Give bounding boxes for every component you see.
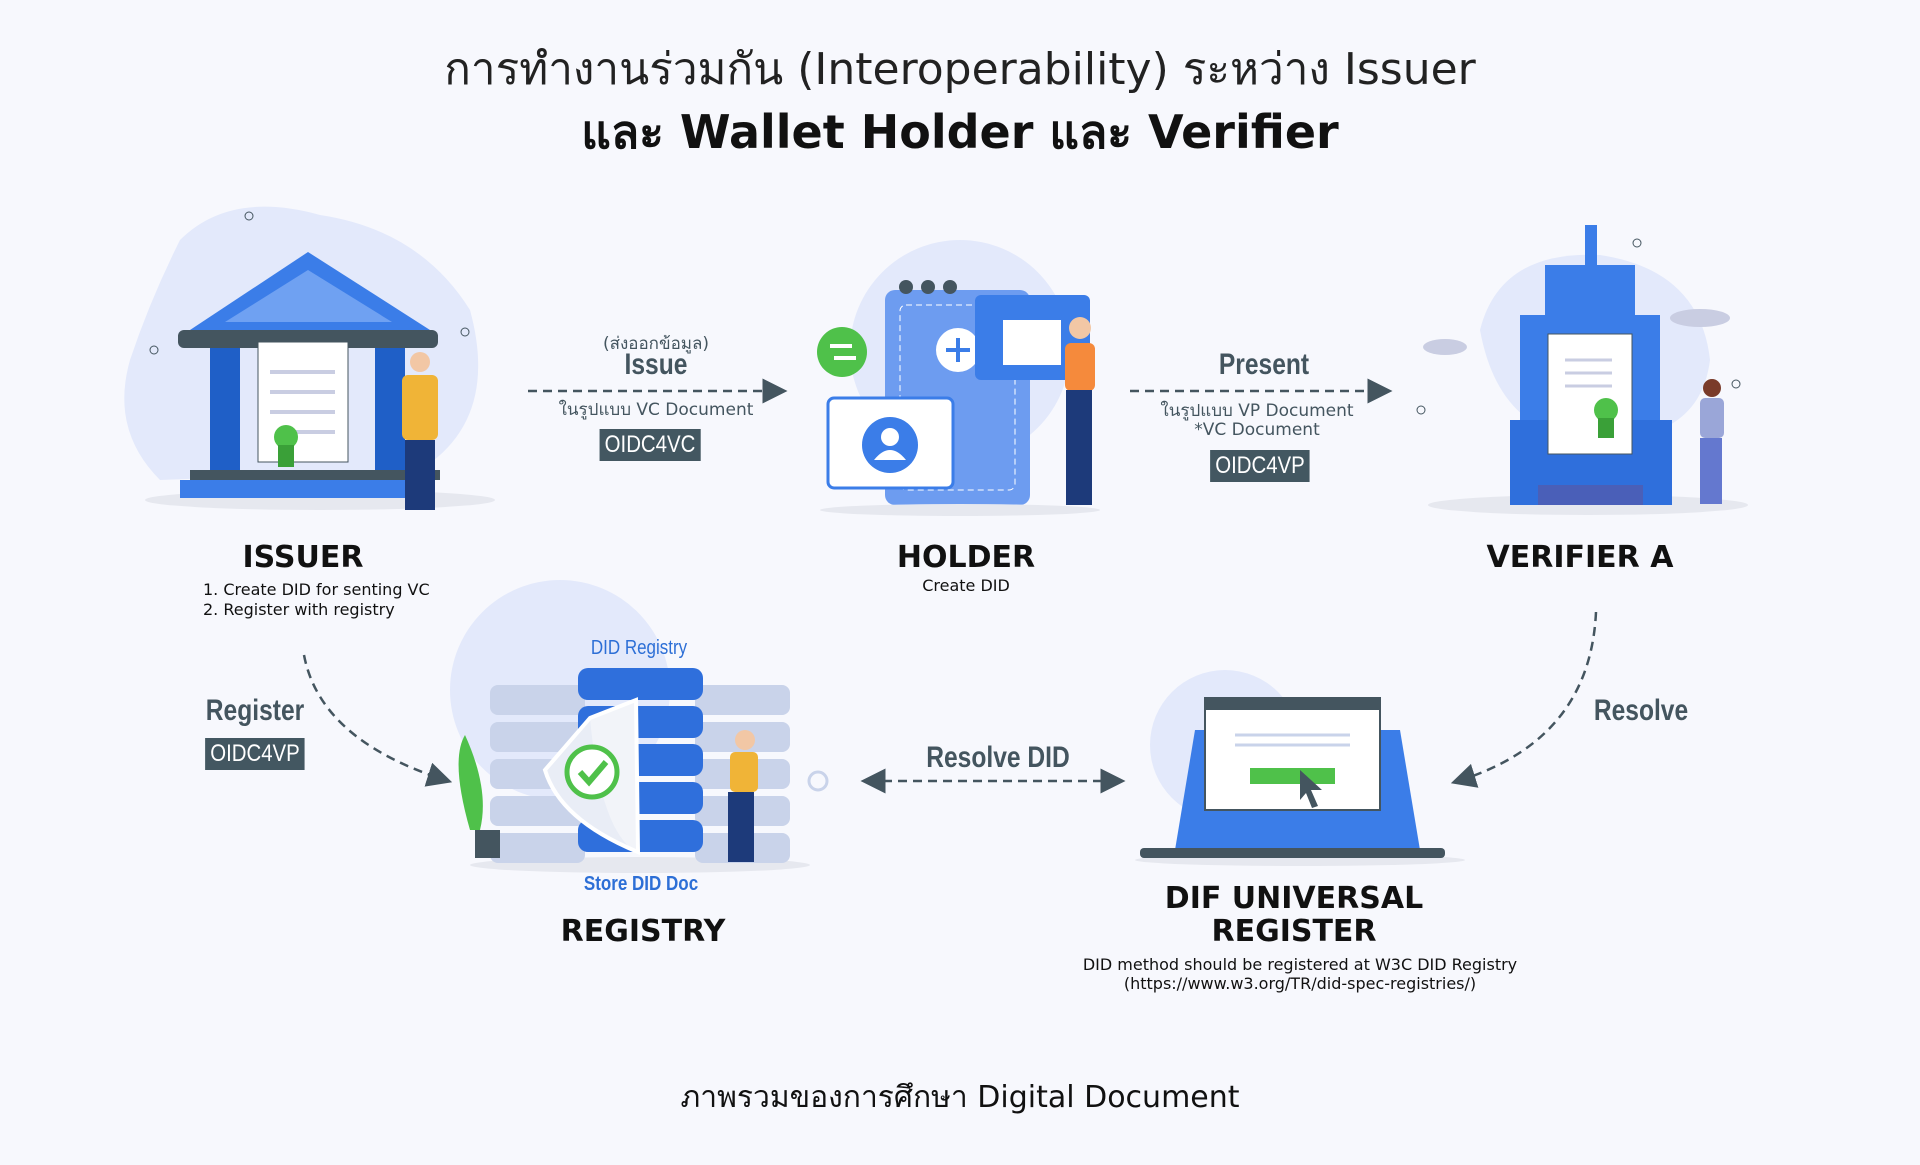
verifier-building-illustration: [1416, 225, 1748, 515]
register-arrow: [302, 654, 453, 787]
holder-wallet-illustration: [817, 240, 1100, 516]
resolve-label: Resolve: [1593, 694, 1689, 727]
dif-laptop-illustration: [1135, 670, 1465, 866]
issue-note: (ส่งออกข้อมูล): [602, 334, 710, 354]
issuer-label: ISSUER: [242, 540, 364, 575]
present-protocol-badge: OIDC4VP: [1210, 450, 1310, 482]
did-registry-label: DID Registry: [590, 637, 688, 659]
issuer-bank-illustration: [124, 206, 495, 510]
resolve-arrow: [1450, 611, 1598, 788]
dif-label-line-2: REGISTER: [1211, 914, 1377, 949]
dif-label-line-1: DIF UNIVERSAL: [1164, 881, 1424, 916]
issue-format: ในรูปแบบ VC Document: [558, 400, 754, 420]
present-label: Present: [1218, 348, 1310, 381]
issue-label: Issue: [624, 348, 688, 381]
resolve-did-label: Resolve DID: [926, 741, 1070, 774]
present-format-2: *VC Document: [1194, 420, 1320, 440]
verifier-label: VERIFIER A: [1486, 540, 1674, 575]
caption: ภาพรวมของการศึกษา Digital Document: [680, 1080, 1240, 1115]
holder-sub: Create DID: [922, 576, 1010, 595]
issue-protocol-badge: OIDC4VC: [599, 429, 701, 461]
title-line-2: และ Wallet Holder และ Verifier: [581, 105, 1339, 159]
registry-label: REGISTRY: [560, 914, 726, 949]
dif-note-line-1: DID method should be registered at W3C D…: [1082, 955, 1518, 974]
issuer-step-2: 2. Register with registry: [203, 600, 395, 619]
dif-note-line-2: (https://www.w3.org/TR/did-spec-registri…: [1123, 974, 1477, 993]
issuer-step-1: 1. Create DID for senting VC: [203, 580, 430, 599]
registry-database-illustration: [450, 580, 829, 873]
present-format: ในรูปแบบ VP Document: [1160, 401, 1354, 421]
register-label: Register: [205, 694, 305, 727]
register-protocol-badge: OIDC4VP: [205, 738, 305, 770]
title-line-1: การทำงานร่วมกัน (Interoperability) ระหว่…: [444, 44, 1476, 95]
store-did-doc-label: Store DID Doc: [583, 873, 699, 895]
holder-label: HOLDER: [896, 540, 1036, 575]
